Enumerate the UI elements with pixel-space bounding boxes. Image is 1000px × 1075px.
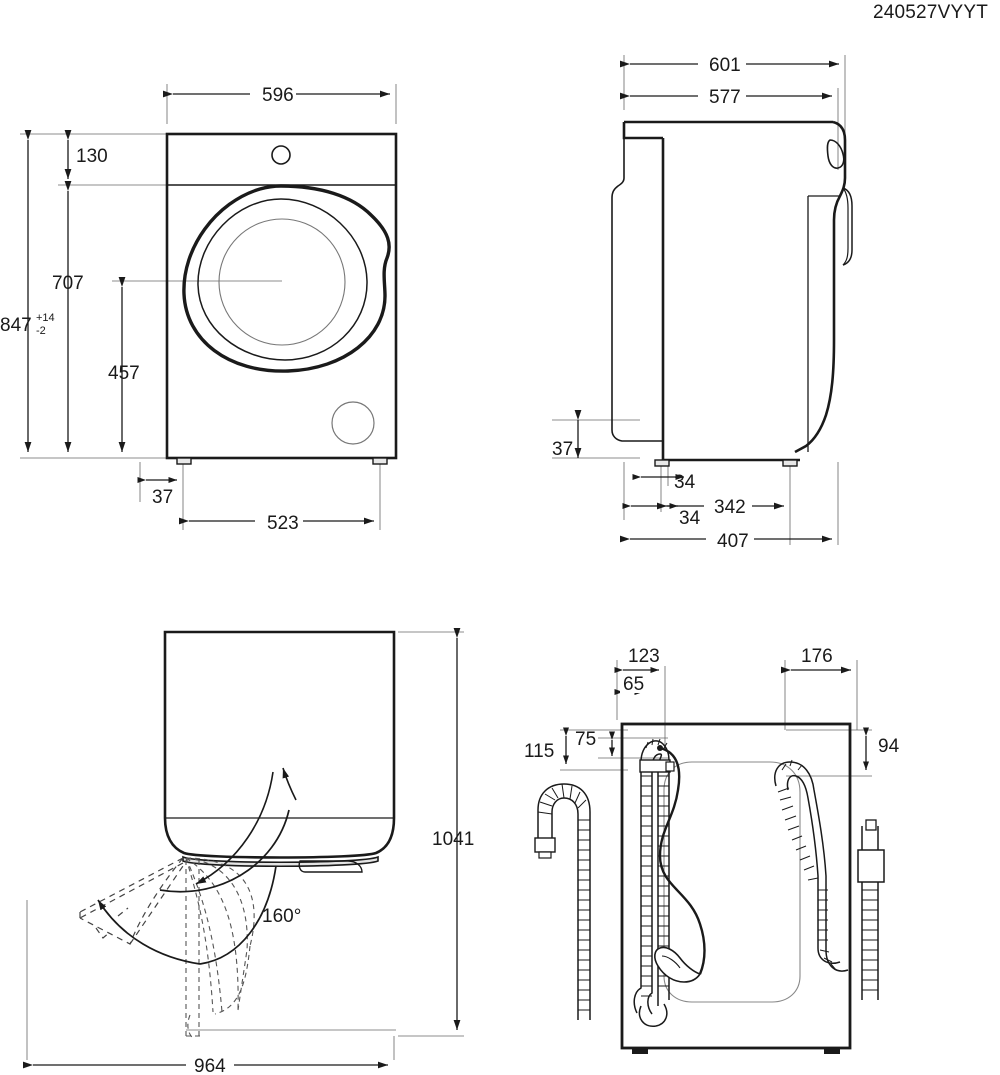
dim-847-tol-minus: -2: [36, 325, 46, 337]
dim-176: 176: [801, 646, 833, 667]
dim-115: 115: [524, 741, 554, 762]
dim-34-lower: 34: [679, 508, 701, 529]
dim-707: 707: [52, 273, 84, 294]
dim-407: 407: [717, 531, 749, 552]
dim-457: 457: [108, 363, 140, 384]
dim-601: 601: [709, 55, 741, 76]
dim-34-upper: 34: [674, 472, 696, 493]
dim-75: 75: [575, 729, 596, 750]
dim-37-front: 37: [152, 487, 173, 508]
dim-130: 130: [76, 146, 108, 167]
dim-65: 65: [623, 674, 644, 695]
dim-847-tol-plus: +14: [36, 312, 55, 324]
rear-view-group: 123 65 176 115 75 94: [524, 644, 900, 1054]
dim-596-label: 596: [262, 85, 294, 106]
door-open-view-group: 1041 964 160°: [23, 628, 474, 1075]
dim-577: 577: [709, 87, 741, 108]
front-view-group: 130 707 457 847 +14 -2 596 37 523 596 52…: [0, 84, 398, 534]
dim-94: 94: [878, 736, 900, 757]
dim-123: 123: [628, 646, 660, 667]
dim-847: 847: [0, 315, 32, 336]
drawing-code: 240527VYYT: [872, 2, 988, 23]
dim-523-label: 523: [267, 513, 299, 534]
dim-342: 342: [714, 497, 746, 518]
dim-1041: 1041: [432, 829, 474, 850]
dim-37-side: 37: [552, 439, 573, 460]
dim-964: 964: [194, 1056, 226, 1075]
side-view-group: 601 577 37 34 34 342 407: [552, 53, 853, 552]
dim-angle-160: 160°: [262, 906, 301, 927]
